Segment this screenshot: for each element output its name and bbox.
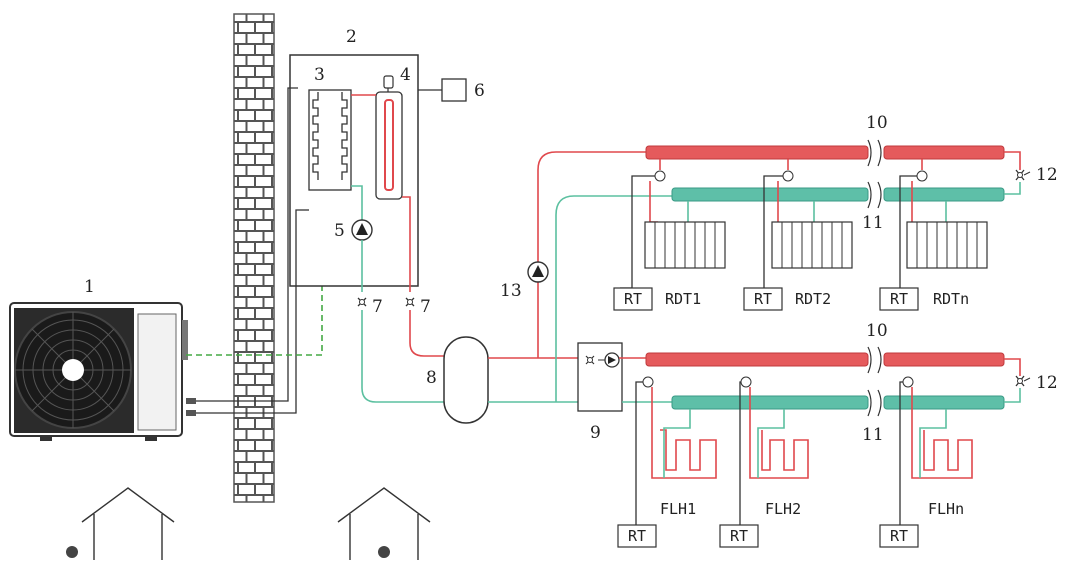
label-6: 6 [474, 81, 485, 101]
svg-text:RT: RT [730, 527, 748, 545]
radiator-return-manifold [671, 181, 1005, 209]
label-3: 3 [314, 65, 325, 85]
outdoor-house-icon [66, 487, 175, 560]
label-10a: 10 [866, 113, 888, 133]
room-thermostat-rdtn: RT [879, 287, 919, 311]
svg-text:RT: RT [890, 527, 908, 545]
buffer-tank [443, 336, 489, 424]
shutoff-valve-7a [357, 297, 367, 307]
room-thermostat-rdt2: RT [743, 287, 783, 311]
label-9: 9 [590, 423, 601, 443]
backup-heater [375, 75, 403, 200]
bypass-valve-12b [1015, 375, 1031, 387]
label-5: 5 [334, 221, 345, 241]
label-11b: 11 [862, 425, 884, 445]
floor-loop-branch-n [899, 376, 973, 525]
radiator-rdt2 [771, 221, 853, 269]
brick-wall [233, 13, 275, 503]
outdoor-heat-pump-unit [9, 302, 196, 441]
label-12a: 12 [1036, 165, 1058, 185]
label-flh2: FLH2 [765, 500, 801, 518]
floor-loop-branch-1 [635, 376, 717, 525]
radiator-branch-1 [620, 159, 726, 289]
refrigerant-pipes [186, 87, 323, 414]
label-13: 13 [500, 281, 522, 301]
floor-heating-supply-manifold [645, 346, 1005, 374]
label-rdt1: RDT1 [665, 290, 701, 308]
indoor-house-icon [337, 487, 431, 560]
mixing-station [577, 342, 623, 412]
label-8: 8 [426, 368, 437, 388]
plate-heat-exchanger [308, 89, 352, 191]
indoor-hydro-unit [289, 54, 467, 292]
bypass-valve-12a [1015, 169, 1031, 181]
label-7a: 7 [372, 297, 383, 317]
label-7b: 7 [420, 297, 431, 317]
radiator-supply-manifold [645, 139, 1005, 167]
label-2: 2 [346, 27, 357, 47]
controller-box [441, 78, 467, 102]
room-thermostat-flh2: RT [719, 524, 759, 548]
circulation-pump-13 [527, 261, 549, 283]
label-flh1: FLH1 [660, 500, 696, 518]
label-flhn: FLHn [928, 500, 964, 518]
label-10b: 10 [866, 321, 888, 341]
room-thermostat-flh1: RT [617, 524, 657, 548]
radiator-rdt1 [644, 221, 726, 269]
label-rdtn: RDTn [933, 290, 969, 308]
floor-heating-return-manifold [671, 389, 1005, 417]
radiator-rdtn [906, 221, 988, 269]
floor-loop-branch-2 [739, 376, 809, 525]
room-thermostat-flhn: RT [879, 524, 919, 548]
svg-text:RT: RT [628, 527, 646, 545]
svg-text:RT: RT [890, 290, 908, 308]
room-thermostat-rdt1: RT [613, 287, 653, 311]
radiator-branch-n [899, 159, 988, 288]
label-12b: 12 [1036, 373, 1058, 393]
shutoff-valve-7b [405, 297, 415, 307]
radiator-branch-2 [763, 159, 853, 288]
label-11a: 11 [862, 213, 884, 233]
svg-text:RT: RT [624, 290, 642, 308]
label-rdt2: RDT2 [795, 290, 831, 308]
label-1: 1 [84, 277, 95, 297]
svg-text:RT: RT [754, 290, 772, 308]
label-4: 4 [400, 65, 411, 85]
circulation-pump-5 [351, 219, 373, 241]
